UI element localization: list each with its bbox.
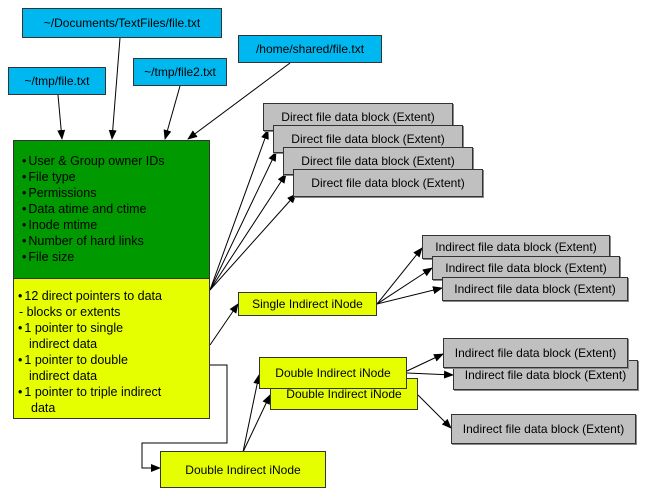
list-item: Permissions xyxy=(17,185,165,201)
indirect-block: Indirect file data block (Extent) xyxy=(442,277,628,301)
direct-block: Direct file data block (Extent) xyxy=(293,169,483,197)
path-box: /home/shared/file.txt xyxy=(238,35,382,63)
list-item: indirect data xyxy=(29,337,98,351)
single-indirect-inode: Single Indirect iNode xyxy=(238,292,377,316)
path-box: ~/tmp/file.txt xyxy=(8,67,106,95)
indirect-block: Indirect file data block (Extent) xyxy=(432,256,620,280)
inode-metadata-list: User & Group owner IDs File type Permiss… xyxy=(17,153,165,265)
list-item: 1 pointer to double xyxy=(13,352,162,368)
list-item: File size xyxy=(17,249,165,265)
list-item: indirect data xyxy=(29,369,98,383)
indirect-block: Indirect file data block (Extent) xyxy=(451,414,636,444)
list-item: 1 pointer to single xyxy=(13,320,162,336)
inode-pointers-list: 12 direct pointers to data - blocks or e… xyxy=(13,288,162,416)
list-item: Data atime and ctime xyxy=(17,201,165,217)
list-item: - blocks or extents xyxy=(19,305,121,319)
double-indirect-inode: Double Indirect iNode xyxy=(259,357,407,389)
path-box: ~/Documents/TextFiles/file.txt xyxy=(22,8,222,38)
list-item: 1 pointer to triple indirect xyxy=(13,384,162,400)
indirect-block: Indirect file data block (Extent) xyxy=(422,235,610,259)
list-item: File type xyxy=(17,169,165,185)
path-box: ~/tmp/file2.txt xyxy=(133,58,227,86)
indirect-block: Indirect file data block (Extent) xyxy=(443,338,628,368)
double-indirect-inode: Double Indirect iNode xyxy=(160,451,326,488)
list-item: Number of hard links xyxy=(17,233,165,249)
list-item: 12 direct pointers to data xyxy=(13,288,162,304)
list-item: Inode mtime xyxy=(17,217,165,233)
list-item: data xyxy=(31,401,56,415)
list-item: User & Group owner IDs xyxy=(17,153,164,169)
